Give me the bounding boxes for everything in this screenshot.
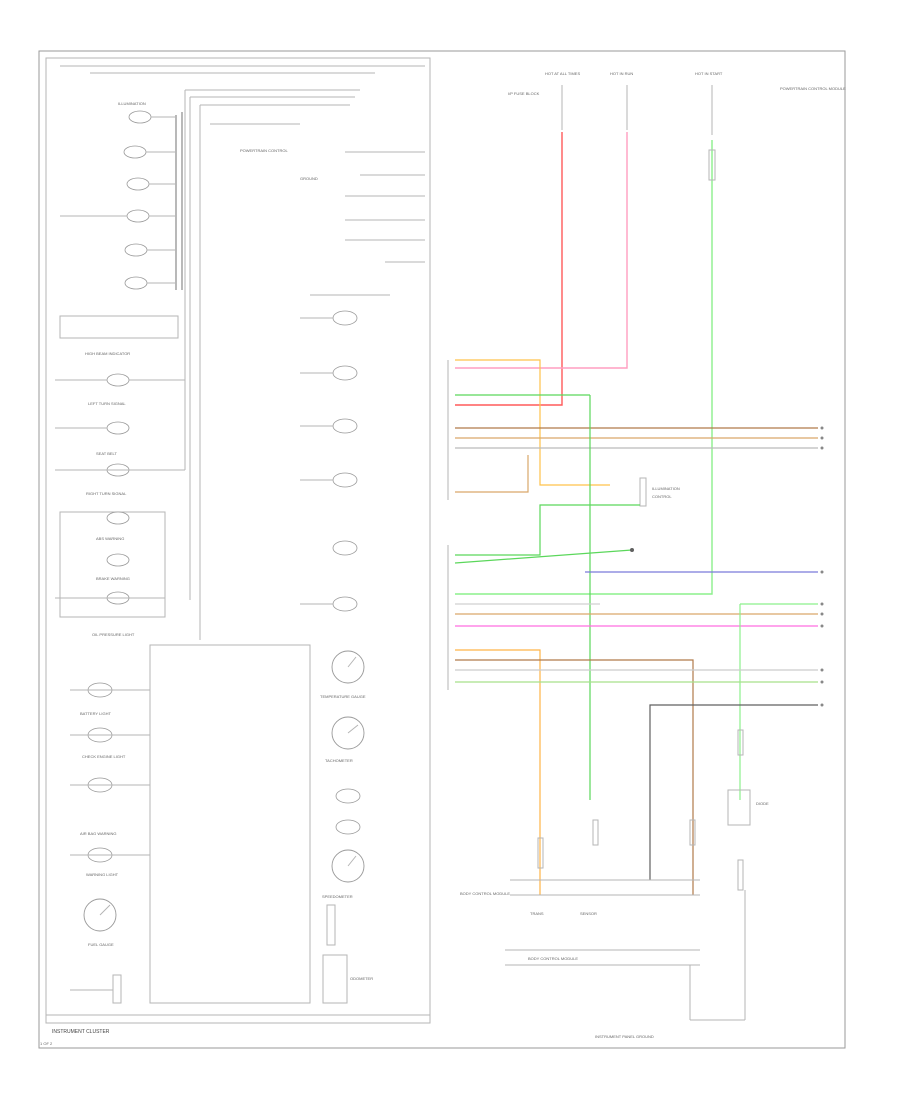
svg-text:I/P FUSE BLOCK: I/P FUSE BLOCK <box>508 91 540 96</box>
svg-text:DIODE: DIODE <box>756 801 769 806</box>
svg-text:SENSOR: SENSOR <box>580 911 597 916</box>
tachometer-label: TACHOMETER <box>325 758 353 763</box>
indicator-lamps: HIGH BEAM INDICATOR LEFT TURN SIGNAL SEA… <box>55 315 185 637</box>
svg-text:SEAT BELT: SEAT BELT <box>96 451 117 456</box>
svg-text:HIGH BEAM INDICATOR: HIGH BEAM INDICATOR <box>85 351 130 356</box>
svg-text:BODY CONTROL MODULE: BODY CONTROL MODULE <box>460 891 510 896</box>
harness-upper <box>455 359 818 800</box>
harness-lower <box>454 504 818 895</box>
lower-left-lamps: BATTERY LIGHT CHECK ENGINE LIGHT AIR BAG… <box>70 644 311 1004</box>
svg-text:BRAKE WARNING: BRAKE WARNING <box>96 576 130 581</box>
svg-text:LEFT TURN SIGNAL: LEFT TURN SIGNAL <box>88 401 126 406</box>
svg-text:HOT IN START: HOT IN START <box>695 71 723 76</box>
svg-text:POWERTRAIN CONTROL: POWERTRAIN CONTROL <box>240 148 288 153</box>
svg-text:ABS WARNING: ABS WARNING <box>96 536 124 541</box>
middle-column: POWERTRAIN CONTROL GROUND TEMPERATURE GA… <box>240 148 425 1004</box>
body-control-module: BODY CONTROL MODULE TRANS SENSOR BODY CO… <box>460 879 746 1039</box>
svg-text:HOT AT ALL TIMES: HOT AT ALL TIMES <box>545 71 580 76</box>
svg-text:TRANS: TRANS <box>530 911 544 916</box>
illumination-bulbs: ILLUMINATION <box>60 101 176 290</box>
connector-ends <box>820 426 824 707</box>
page-frame <box>38 50 846 1049</box>
svg-text:GROUND: GROUND <box>300 176 318 181</box>
pink-wire <box>455 132 628 369</box>
svg-text:INSTRUMENT PANEL GROUND: INSTRUMENT PANEL GROUND <box>595 1034 654 1039</box>
coolant-gauge-label: TEMPERATURE GAUGE <box>320 694 366 699</box>
svg-text:CONTROL: CONTROL <box>652 494 672 499</box>
svg-text:BATTERY LIGHT: BATTERY LIGHT <box>80 711 111 716</box>
diagram-title: INSTRUMENT CLUSTER <box>52 1029 110 1035</box>
svg-text:HOT IN RUN: HOT IN RUN <box>610 71 633 76</box>
odometer-label: ODOMETER <box>350 976 373 981</box>
svg-text:WARNING LIGHT: WARNING LIGHT <box>86 872 119 877</box>
fuse-supplies: HOT AT ALL TIMES HOT IN RUN HOT IN START… <box>508 71 846 135</box>
red-wire <box>455 132 563 406</box>
svg-text:ILLUMINATION: ILLUMINATION <box>652 486 680 491</box>
fuel-gauge-label: FUEL GAUGE <box>88 942 114 947</box>
svg-text:AIR BAG WARNING: AIR BAG WARNING <box>80 831 117 836</box>
svg-text:OIL PRESSURE LIGHT: OIL PRESSURE LIGHT <box>92 632 135 637</box>
green-wire <box>455 140 713 595</box>
svg-text:BODY CONTROL MODULE: BODY CONTROL MODULE <box>528 956 578 961</box>
svg-text:CHECK ENGINE LIGHT: CHECK ENGINE LIGHT <box>82 754 126 759</box>
svg-text:POWERTRAIN CONTROL MODULE: POWERTRAIN CONTROL MODULE <box>780 86 846 91</box>
svg-text:ILLUMINATION: ILLUMINATION <box>118 101 146 106</box>
page-tag: 1 OF 2 <box>40 1041 53 1046</box>
speedometer-label: SPEEDOMETER <box>322 894 353 899</box>
cluster-frame <box>45 57 431 1024</box>
svg-text:RIGHT TURN SIGNAL: RIGHT TURN SIGNAL <box>86 491 127 496</box>
